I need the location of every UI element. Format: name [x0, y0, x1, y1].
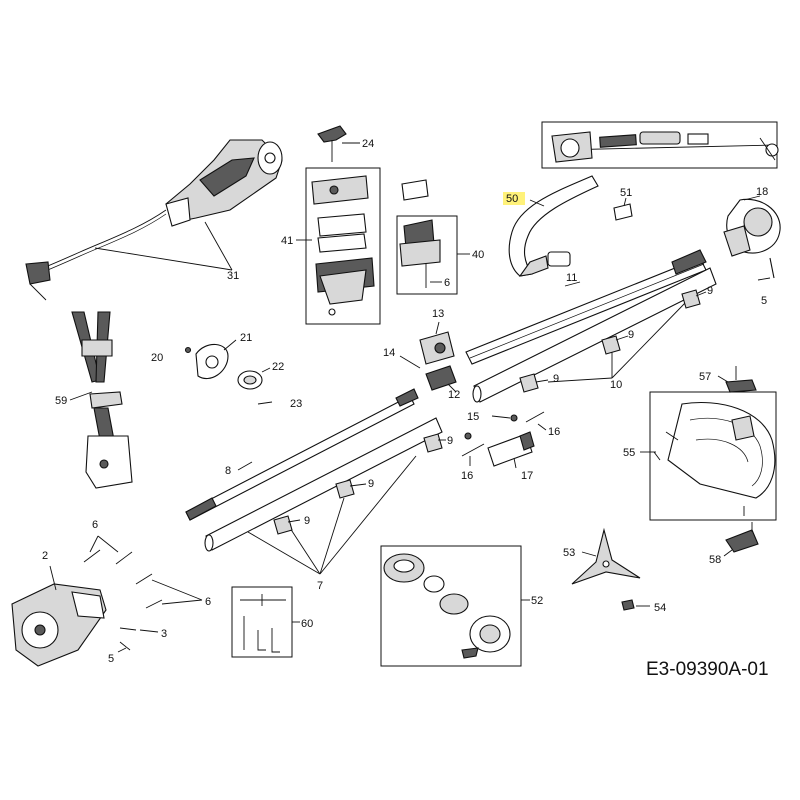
part-59-harness — [69, 311, 133, 489]
callout-3: 3 — [161, 628, 167, 640]
box-part-41 — [305, 167, 381, 325]
callout-11: 11 — [566, 272, 577, 284]
callout-6-mid: 6 — [205, 596, 211, 608]
callout-5-left: 5 — [108, 653, 114, 665]
callout-50[interactable]: 50 — [506, 193, 518, 205]
callout-9-b: 9 — [628, 329, 634, 341]
callout-21: 21 — [240, 332, 252, 344]
part-16-pins — [461, 411, 547, 466]
callout-9-f: 9 — [304, 515, 310, 527]
callout-58: 58 — [709, 554, 721, 566]
callout-55: 55 — [623, 447, 635, 459]
callout-22: 22 — [272, 361, 284, 373]
part-12-coupler-sleeve — [425, 365, 457, 393]
part-50-highlight — [503, 192, 525, 205]
callout-16-left: 16 — [461, 470, 473, 482]
callout-60: 60 — [301, 618, 313, 630]
callout-9-d: 9 — [447, 435, 453, 447]
part-53-three-tooth-blade — [571, 527, 641, 585]
overview-inset-box — [541, 121, 778, 169]
callout-14: 14 — [383, 347, 395, 359]
callout-2: 2 — [42, 550, 48, 562]
callout-18: 18 — [756, 186, 768, 198]
callout-24: 24 — [362, 138, 374, 150]
callout-7: 7 — [317, 580, 323, 592]
part-13-coupler — [419, 321, 455, 365]
part-15-nut — [491, 414, 518, 422]
callout-23: 23 — [290, 398, 302, 410]
diagram-code: E3-09390A-01 — [646, 659, 769, 680]
callout-9-c: 9 — [553, 373, 559, 385]
callout-31: 31 — [227, 270, 239, 282]
part-57-bracket — [717, 366, 757, 393]
callout-40: 40 — [472, 249, 484, 261]
callout-17: 17 — [521, 470, 533, 482]
callout-9-a: 9 — [707, 285, 713, 297]
part-6-screws — [83, 535, 203, 609]
part-51-clip — [613, 197, 633, 221]
part-40-clamp-half — [399, 219, 470, 288]
callout-41: 41 — [281, 235, 293, 247]
callout-54: 54 — [654, 602, 666, 614]
callout-53: 53 — [563, 547, 575, 559]
overview-trimmer-icon — [551, 131, 779, 163]
callout-16-right: 16 — [548, 426, 560, 438]
callout-10: 10 — [610, 379, 622, 391]
part-17-guard-mount — [487, 431, 535, 469]
part-20-screw — [184, 346, 192, 354]
callout-8: 8 — [225, 465, 231, 477]
callout-13: 13 — [432, 308, 444, 320]
callout-51: 51 — [620, 187, 632, 199]
callout-57: 57 — [699, 371, 711, 383]
callout-52: 52 — [531, 595, 543, 607]
part-3-screw — [119, 627, 159, 633]
part-7-tube — [204, 417, 443, 575]
part-22-clamp-ring — [237, 367, 271, 390]
part-9-bushings — [273, 289, 707, 535]
part-55-guard — [640, 401, 776, 516]
part-23-bolt — [257, 401, 273, 405]
part-50-loop-handle — [508, 175, 599, 277]
part-18-gear-head — [723, 195, 781, 281]
box-part-52 — [380, 545, 522, 667]
part-24-knob — [317, 125, 360, 162]
part-58-bracket — [723, 522, 759, 557]
part-41-clamp-parts — [296, 175, 429, 316]
box-part-40 — [396, 215, 458, 295]
callout-9-e: 9 — [368, 478, 374, 490]
part-14-screw — [399, 355, 421, 369]
part-5-screw — [117, 641, 131, 653]
part-2-gearbox-housing — [11, 565, 107, 667]
part-21-handle-clamp — [195, 339, 237, 380]
box-part-55 — [649, 391, 777, 521]
part-52-trimmer-head — [383, 553, 530, 659]
callout-12: 12 — [448, 389, 460, 401]
part-8-drive-shaft — [185, 388, 419, 521]
callout-6-left: 6 — [92, 519, 98, 531]
callout-6-top: 6 — [444, 277, 450, 289]
part-54-nut — [621, 599, 650, 611]
part-31-handle-assembly — [25, 139, 283, 301]
part-10-tube — [472, 267, 717, 403]
callout-20: 20 — [151, 352, 163, 364]
callout-5-right: 5 — [761, 295, 767, 307]
callout-15: 15 — [467, 411, 479, 423]
part-60-tool-kit — [240, 594, 300, 653]
callout-59: 59 — [55, 395, 67, 407]
